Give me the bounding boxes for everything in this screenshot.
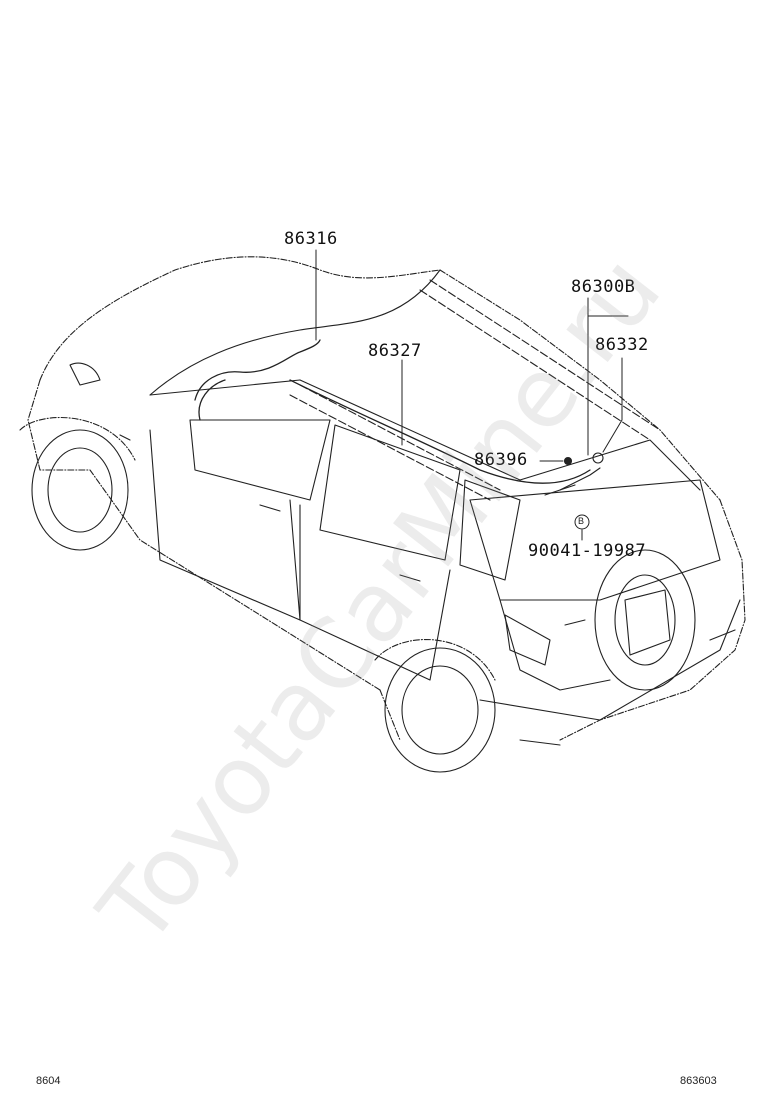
callout-b-circle (574, 514, 590, 530)
part-label-86327[interactable]: 86327 (368, 341, 422, 361)
doors (149, 429, 451, 681)
rear-wheel (374, 639, 496, 773)
leader-lines (315, 249, 629, 541)
front-wheel (19, 416, 136, 551)
part-label-86396[interactable]: 86396 (474, 450, 528, 470)
front-lamp (69, 362, 131, 441)
rear-bumper (479, 599, 741, 746)
footer-right-code: 863603 (680, 1075, 717, 1087)
footer-left-code: 8604 (36, 1075, 61, 1087)
spare-tire (594, 549, 696, 691)
part-label-86332[interactable]: 86332 (595, 335, 649, 355)
part-label-90041-19987[interactable]: 90041-19987 (528, 541, 647, 561)
part-label-86316[interactable]: 86316 (284, 229, 338, 249)
part-label-86300b[interactable]: 86300B (571, 277, 636, 297)
roof-panel (149, 269, 701, 501)
vehicle-body-outline (27, 256, 746, 741)
rear-antenna-connector (544, 452, 604, 496)
antenna-cord (194, 339, 591, 484)
callout-b-letter: B (578, 516, 585, 526)
side-windows (189, 419, 521, 581)
rear-hatch (469, 479, 721, 691)
